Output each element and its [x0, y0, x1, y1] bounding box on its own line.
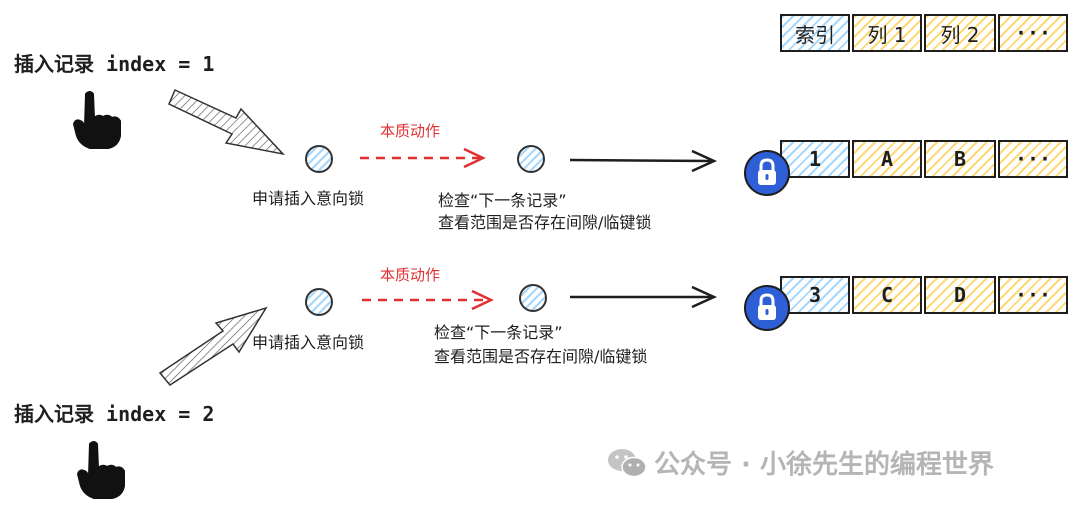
next-record-node-1: [517, 145, 545, 173]
record1-col1-cell: A: [852, 140, 922, 178]
insert-label-2: 插入记录 index = 2: [14, 402, 215, 426]
header-col2-cell: 列 2: [924, 14, 996, 52]
header-col1-cell: 列 1: [852, 14, 922, 52]
action-label-2: 本质动作: [380, 266, 441, 284]
record2-col2-cell: D: [924, 276, 996, 314]
record2-col1-cell: C: [852, 276, 922, 314]
watermark-text: 公众号 · 小徐先生的编程世界: [654, 450, 994, 480]
node2-line2-2: 查看范围是否存在间隙/临键锁: [434, 347, 648, 366]
insert-intention-node-1: [305, 145, 333, 173]
wechat-icon: [608, 448, 647, 477]
big-arrow-1: [168, 88, 286, 156]
big-arrow-2: [158, 306, 268, 386]
header-more-cell: ···: [998, 14, 1068, 52]
node2-line1-2: 检查“下一条记录”: [434, 323, 563, 342]
lock-icon: [744, 150, 790, 196]
dashed-arrow-1: [360, 147, 486, 169]
record1-more-cell: ···: [998, 140, 1068, 178]
record1-index-cell: 1: [780, 140, 850, 178]
solid-arrow-1: [569, 149, 718, 173]
record2-more-cell: ···: [998, 276, 1068, 314]
insert-intention-node-2: [305, 288, 333, 316]
action-label-1: 本质动作: [380, 122, 441, 140]
pointing-hand-icon: [76, 441, 125, 499]
watermark: 公众号 · 小徐先生的编程世界: [606, 444, 994, 481]
solid-arrow-2: [570, 285, 718, 309]
node2-line2-1: 查看范围是否存在间隙/临键锁: [438, 213, 652, 232]
insert-label-1: 插入记录 index = 1: [14, 52, 215, 76]
lock-icon: [744, 285, 790, 331]
node1-label-1: 申请插入意向锁: [252, 189, 365, 208]
node2-line1-1: 检查“下一条记录”: [438, 191, 567, 210]
header-index-cell: 索引: [780, 14, 850, 52]
dashed-arrow-2: [362, 289, 494, 311]
record1-col2-cell: B: [924, 140, 996, 178]
node1-label-2: 申请插入意向锁: [252, 333, 365, 352]
next-record-node-2: [519, 284, 547, 312]
record2-index-cell: 3: [780, 276, 850, 314]
pointing-hand-icon: [72, 91, 121, 149]
